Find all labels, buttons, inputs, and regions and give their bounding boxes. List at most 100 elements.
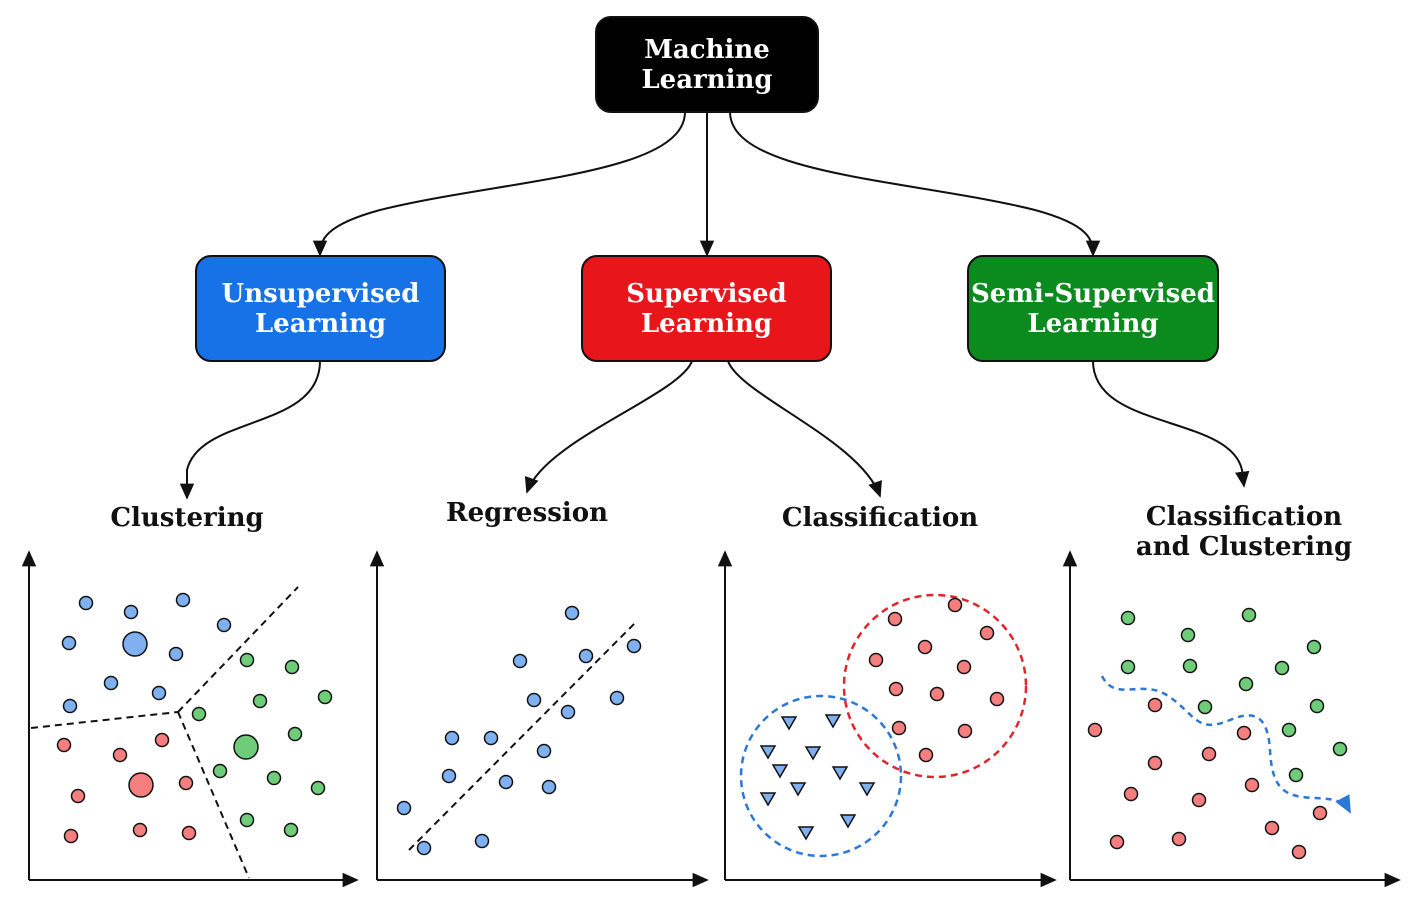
semi-supervised-point	[1171, 831, 1187, 847]
clustering-point	[252, 693, 268, 709]
semi-supervised-point	[1236, 725, 1252, 741]
node-machine-learning: Machine Learning	[595, 16, 819, 113]
semi-supervised-point	[1123, 786, 1139, 802]
regression-point	[396, 800, 412, 816]
task-label-classification: Classification	[782, 503, 978, 533]
classification-point-red	[888, 681, 904, 697]
classification-point-blue-triangle	[789, 782, 807, 797]
clustering-centroid-red	[128, 772, 154, 798]
clustering-point	[310, 780, 326, 796]
clustering-point	[284, 659, 300, 675]
semi-supervised-point	[1264, 820, 1280, 836]
semi-supervised-point	[1087, 722, 1103, 738]
regression-fit-line	[408, 620, 638, 851]
regression-point	[564, 605, 580, 621]
semi-supervised-label-line-1: Semi-Supervised	[971, 278, 1215, 309]
classification-point-red	[957, 723, 973, 739]
semi-supervised-point	[1291, 844, 1307, 860]
classification-point-red	[918, 747, 934, 763]
clustering-point	[216, 617, 232, 633]
clustering-point	[212, 763, 228, 779]
clustering-point	[283, 822, 299, 838]
classclust-label-line-1: Classification	[1145, 502, 1343, 532]
clustering-point	[78, 595, 94, 611]
connector-supervised-classification	[727, 360, 882, 498]
clustering-point	[132, 822, 148, 838]
regression-label: Regression	[446, 498, 608, 528]
clustering-point	[61, 635, 77, 651]
clustering-point	[239, 812, 255, 828]
clustering-centroid-green	[233, 734, 259, 760]
root-label-line-1: Machine	[644, 34, 770, 65]
classification-point-red	[929, 686, 945, 702]
regression-point	[541, 779, 557, 795]
regression-point	[626, 638, 642, 654]
connector-root-semisupervised	[729, 111, 1101, 257]
classification-point-red	[917, 639, 933, 655]
classclust-label-line-2: and Clustering	[1135, 532, 1353, 562]
regression-point	[483, 730, 499, 746]
panel-classclust-axes	[1062, 550, 1401, 888]
semi-supervised-point	[1182, 658, 1198, 674]
classification-point-blue-triangle	[771, 764, 789, 779]
regression-point	[609, 690, 625, 706]
semi-supervised-point	[1147, 755, 1163, 771]
semi-supervised-point	[1332, 741, 1348, 757]
clustering-point	[287, 726, 303, 742]
clustering-point	[151, 685, 167, 701]
regression-point	[416, 840, 432, 856]
task-label-classification-and-clustering: Classification and Clustering	[1136, 502, 1352, 562]
connector-root-unsupervised	[312, 111, 686, 257]
semi-supervised-point	[1197, 699, 1213, 715]
classification-point-blue-triangle	[804, 746, 822, 761]
clustering-point	[266, 770, 282, 786]
semi-supervised-point	[1288, 767, 1304, 783]
clustering-point	[191, 706, 207, 722]
connector-supervised-regression	[524, 360, 693, 494]
classification-point-blue-triangle	[858, 782, 876, 797]
connector-semisupervised-classclust	[1092, 360, 1250, 488]
clustering-point	[62, 698, 78, 714]
semi-supervised-point	[1120, 659, 1136, 675]
regression-point	[526, 692, 542, 708]
classification-label: Classification	[781, 503, 979, 533]
classification-point-red	[947, 597, 963, 613]
semi-supervised-point	[1274, 660, 1290, 676]
classification-point-red	[868, 652, 884, 668]
classification-point-red	[956, 659, 972, 675]
supervised-label-line-2: Learning	[640, 308, 773, 339]
classification-point-red	[989, 691, 1005, 707]
class-boundary-blue	[739, 694, 903, 858]
connector-unsupervised-clustering	[179, 360, 321, 500]
panel-classification-axes	[717, 550, 1057, 888]
classification-point-blue-triangle	[831, 766, 849, 781]
clustering-label: Clustering	[110, 503, 264, 533]
node-supervised-learning: Supervised Learning	[581, 255, 832, 362]
unsupervised-label-line-1: Unsupervised	[221, 278, 420, 309]
semi-supervised-point	[1241, 607, 1257, 623]
classification-point-red	[979, 625, 995, 641]
clustering-point	[175, 592, 191, 608]
clustering-point	[112, 747, 128, 763]
clustering-point	[70, 788, 86, 804]
node-unsupervised-learning: Unsupervised Learning	[195, 255, 446, 362]
classification-point-blue-triangle	[780, 716, 798, 731]
clustering-point	[56, 737, 72, 753]
regression-point	[474, 833, 490, 849]
classification-point-blue-triangle	[759, 792, 777, 807]
semi-supervised-point	[1201, 746, 1217, 762]
classification-point-red	[887, 611, 903, 627]
classification-point-blue-triangle	[839, 814, 857, 829]
clustering-point	[178, 775, 194, 791]
clustering-point	[103, 675, 119, 691]
semi-supervised-point	[1147, 697, 1163, 713]
supervised-label-line-1: Supervised	[626, 278, 787, 309]
clustering-point	[123, 604, 139, 620]
clustering-point	[239, 652, 255, 668]
task-label-regression: Regression	[446, 498, 608, 528]
regression-point	[536, 743, 552, 759]
regression-point	[560, 704, 576, 720]
clustering-boundaries	[30, 586, 299, 879]
